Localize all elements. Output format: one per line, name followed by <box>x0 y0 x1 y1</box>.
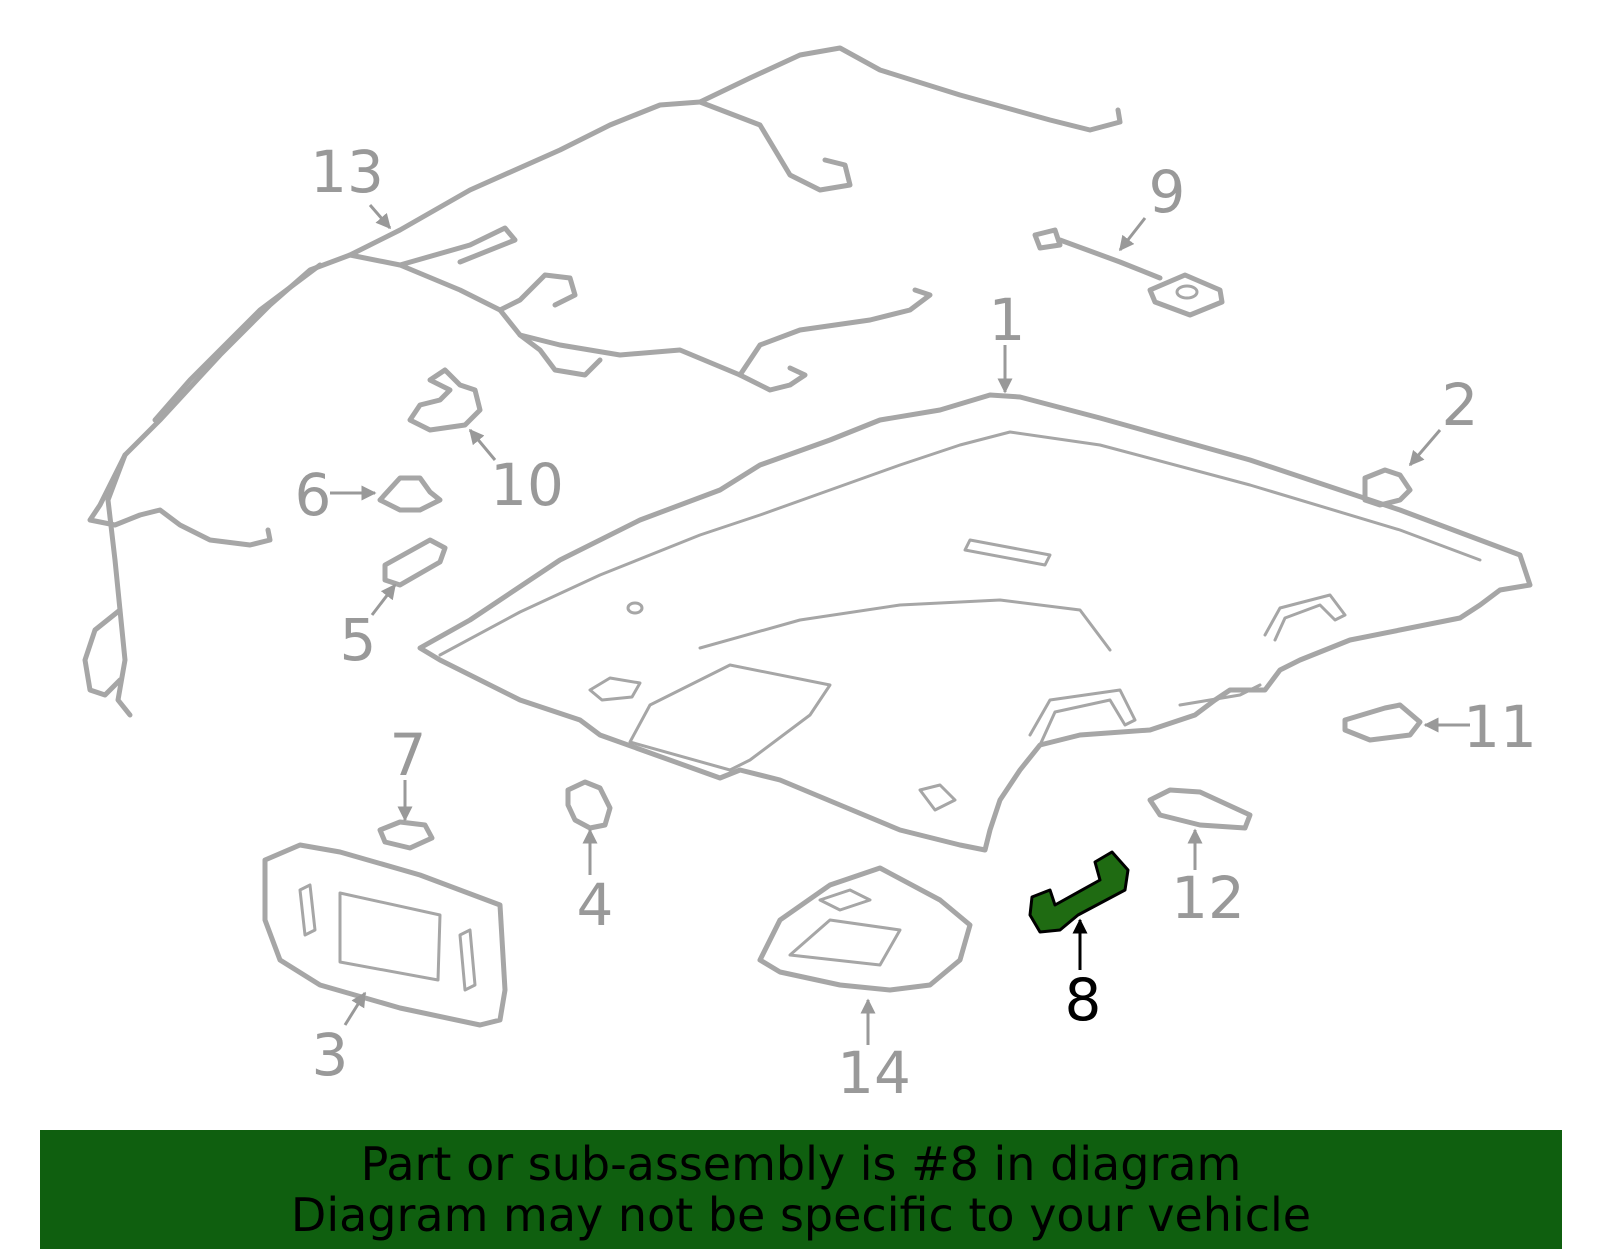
callout-numbers: 1 2 3 4 5 6 7 8 9 10 11 12 13 14 <box>295 138 1537 1107</box>
leader-2 <box>1408 429 1442 467</box>
part-5-pad <box>382 537 448 588</box>
banner-line-2: Diagram may not be specific to your vehi… <box>290 1187 1312 1242</box>
part-1-headliner <box>417 392 1533 853</box>
callout-1: 1 <box>989 286 1026 354</box>
leader-5 <box>370 583 397 616</box>
leader-13 <box>368 204 392 230</box>
part-13-wiring-harness <box>82 45 1123 718</box>
part-3-sun-visor <box>262 842 508 1028</box>
part-8-grab-handle-highlighted[interactable] <box>1028 850 1130 934</box>
part-6-clip <box>377 475 443 513</box>
banner-line-1: Part or sub-assembly is #8 in diagram <box>360 1136 1242 1191</box>
callout-10: 10 <box>490 451 564 519</box>
part-9-cable <box>1032 227 1225 318</box>
leader-lines <box>330 204 1470 1045</box>
callout-14: 14 <box>837 1039 911 1107</box>
callout-11: 11 <box>1463 693 1537 761</box>
callout-12: 12 <box>1171 864 1245 932</box>
part-11-lamp <box>1342 702 1423 743</box>
callout-2: 2 <box>1442 371 1479 439</box>
callout-3: 3 <box>312 1021 349 1089</box>
leader-10 <box>468 428 497 461</box>
callout-5: 5 <box>340 606 377 674</box>
callout-6: 6 <box>295 461 332 529</box>
part-4-bracket <box>565 779 613 831</box>
callout-4: 4 <box>577 871 614 939</box>
callout-13: 13 <box>310 138 384 206</box>
callout-7: 7 <box>390 721 427 789</box>
part-10-bracket <box>407 367 483 433</box>
part-12-handle <box>1147 787 1253 831</box>
callout-9: 9 <box>1149 158 1186 226</box>
callout-8: 8 <box>1065 966 1102 1034</box>
part-7-clip <box>377 819 435 851</box>
leader-9 <box>1118 217 1147 252</box>
leader-3 <box>343 991 367 1026</box>
info-banner: Part or sub-assembly is #8 in diagram Di… <box>40 1130 1562 1249</box>
part-2-clip <box>1362 467 1413 508</box>
part-14-overhead-console <box>757 865 973 993</box>
